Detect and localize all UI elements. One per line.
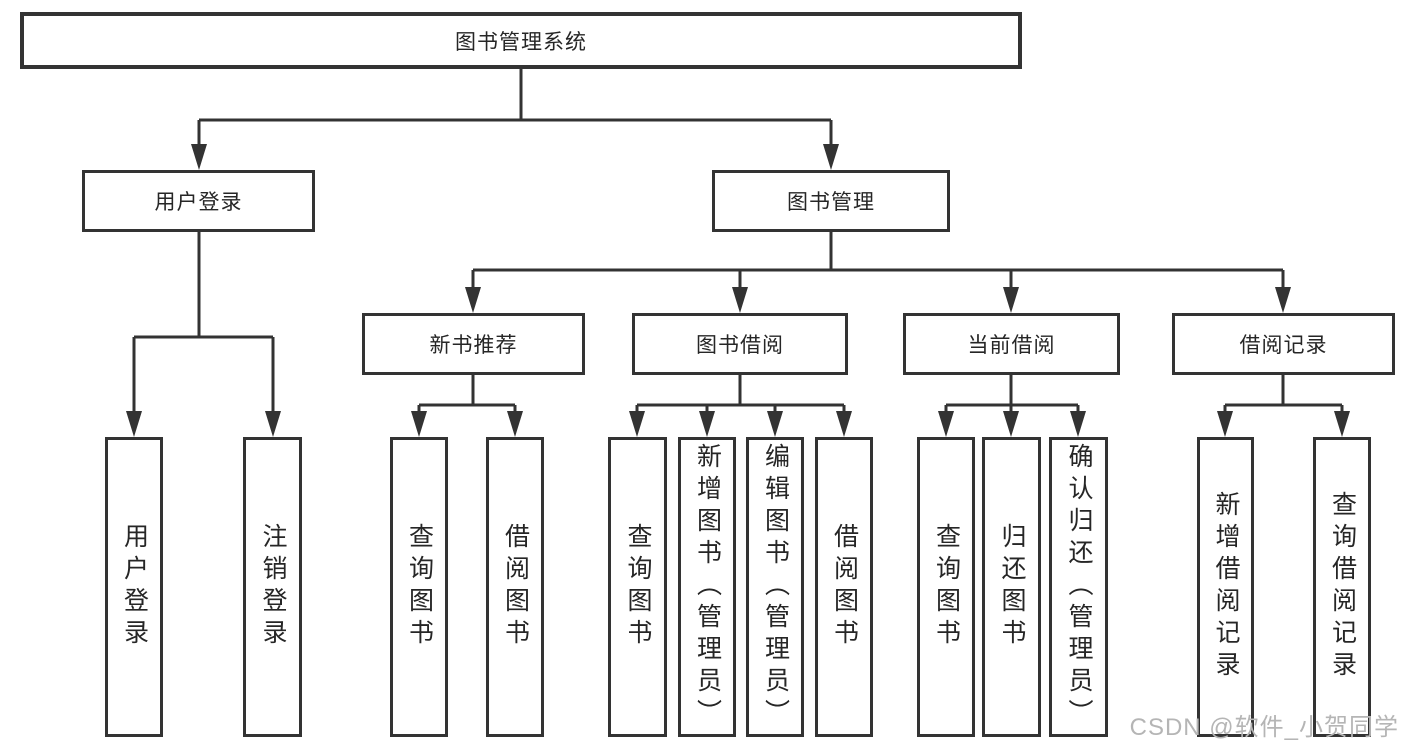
- node-label: 当前借阅: [967, 334, 1056, 357]
- node-label: 图书管理: [787, 191, 875, 214]
- node-label: 借阅图书: [830, 523, 859, 651]
- node-leaf-query-books-3: 查询图书: [917, 437, 975, 737]
- node-label: 确认归还（管理员）: [1065, 443, 1093, 731]
- node-book-borrowing: 图书借阅: [632, 313, 848, 375]
- node-label: 查询图书: [405, 523, 434, 651]
- node-leaf-add-books-admin: 新增图书（管理员）: [678, 437, 736, 737]
- node-borrowing-records: 借阅记录: [1172, 313, 1395, 375]
- node-current-borrowing: 当前借阅: [903, 313, 1120, 375]
- node-leaf-query-books-2: 查询图书: [608, 437, 667, 737]
- node-label: 查询图书: [624, 523, 652, 651]
- node-label: 注销登录: [259, 523, 287, 651]
- node-user-login: 用户登录: [82, 170, 315, 232]
- node-leaf-borrow-books-1: 借阅图书: [486, 437, 544, 737]
- node-leaf-logout: 注销登录: [243, 437, 302, 737]
- node-library-management-system: 图书管理系统: [20, 12, 1022, 69]
- node-label: 借阅图书: [501, 523, 530, 651]
- node-label: 用户登录: [154, 191, 243, 214]
- node-leaf-user-login: 用户登录: [105, 437, 163, 737]
- node-leaf-confirm-return-admin: 确认归还（管理员）: [1049, 437, 1108, 737]
- node-label: 新增借阅记录: [1212, 491, 1240, 683]
- node-leaf-query-borrow-record: 查询借阅记录: [1313, 437, 1371, 737]
- node-label: 用户登录: [120, 523, 149, 651]
- node-leaf-edit-books-admin: 编辑图书（管理员）: [746, 437, 804, 737]
- node-new-book-recommend: 新书推荐: [362, 313, 585, 375]
- node-leaf-query-books-1: 查询图书: [390, 437, 448, 737]
- node-leaf-add-borrow-record: 新增借阅记录: [1197, 437, 1254, 737]
- node-label: 查询图书: [932, 523, 961, 651]
- node-leaf-borrow-books-2: 借阅图书: [815, 437, 873, 737]
- node-label: 查询借阅记录: [1328, 491, 1357, 683]
- node-label: 图书管理系统: [455, 30, 587, 54]
- node-label: 编辑图书（管理员）: [761, 443, 790, 731]
- node-leaf-return-books: 归还图书: [982, 437, 1041, 737]
- node-book-management: 图书管理: [712, 170, 950, 232]
- node-label: 归还图书: [998, 523, 1026, 651]
- node-label: 借阅记录: [1239, 334, 1328, 357]
- watermark: CSDN @软件_小贺同学: [1129, 714, 1399, 741]
- node-label: 新书推荐: [429, 334, 518, 357]
- node-label: 图书借阅: [696, 334, 784, 357]
- node-label: 新增图书（管理员）: [693, 443, 722, 731]
